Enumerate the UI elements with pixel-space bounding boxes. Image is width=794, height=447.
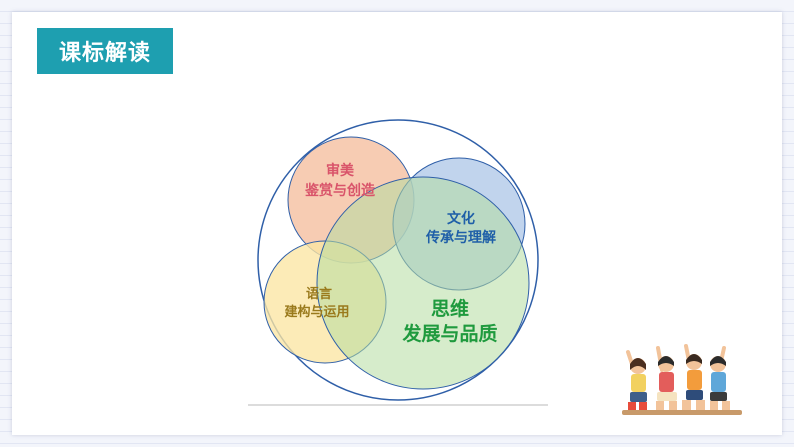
circle-thinking	[316, 176, 530, 390]
page-title: 课标解读	[37, 28, 173, 74]
culture-label-line2: 传承与理解	[425, 229, 496, 245]
culture-label-line1: 文化	[447, 210, 475, 226]
aesthetic-label-line2: 鉴赏与创造	[304, 182, 375, 198]
thinking-label-line1: 思维	[431, 297, 469, 320]
outer-circle	[257, 119, 539, 401]
aesthetic-label-line1: 审美	[326, 162, 355, 178]
language-label-line2: 建构与运用	[284, 304, 349, 319]
language-label-line1: 语言	[306, 286, 332, 301]
thinking-label-line2: 发展与品质	[401, 322, 497, 345]
students-cheering-icon	[622, 344, 742, 415]
